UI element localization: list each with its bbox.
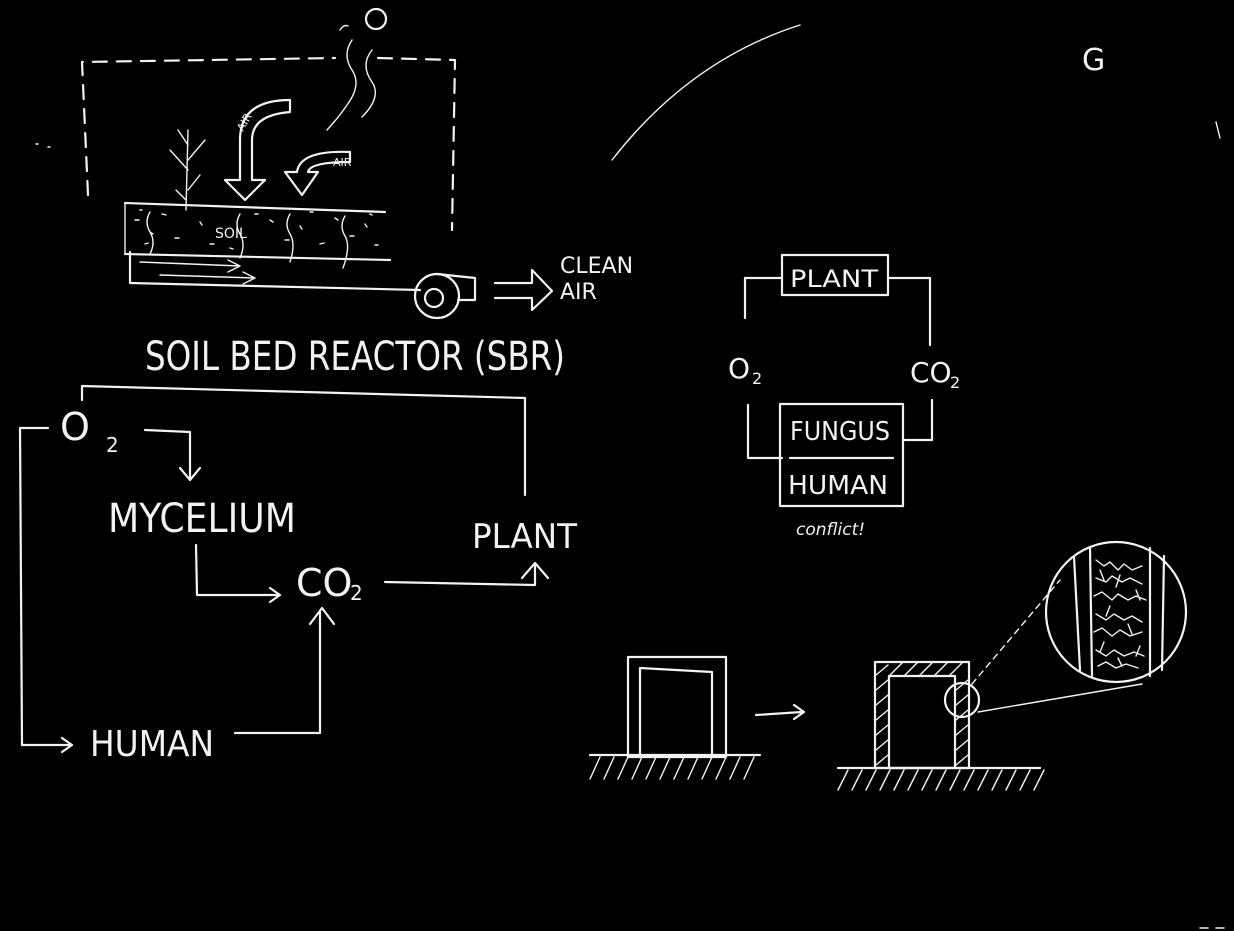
plant-to-co2-line	[886, 276, 932, 347]
exchange-diagram: PLANT O 2 CO 2 FUNGUS HUMAN conflict!	[728, 253, 960, 540]
chalk-mark	[1215, 121, 1221, 139]
soil-bed-reactor: AIR AIR SOIL CLEAN AIR SOIL BED REACTOR …	[80, 7, 633, 380]
magnify-target-circle	[943, 681, 981, 719]
exchange-fungus: FUNGUS	[790, 417, 890, 447]
air-arrow-icon	[283, 150, 352, 197]
soil-top-line	[123, 201, 387, 214]
transform-arrow-icon	[754, 703, 806, 721]
wall-hatch	[875, 662, 969, 766]
ground-hatch	[589, 756, 755, 780]
sbr-title: SOIL BED REACTOR (SBR)	[145, 334, 565, 380]
cycle-co2: CO	[296, 561, 352, 605]
fan-icon	[413, 272, 461, 320]
plant-to-o2-line	[743, 276, 784, 320]
magnify-leader-line	[971, 579, 1061, 685]
reactor-enclosure-right	[376, 56, 457, 232]
magnified-detail-circle	[1044, 540, 1188, 684]
o2-to-plant-line	[80, 384, 527, 497]
duct-top	[128, 281, 422, 292]
wall-inner	[887, 674, 957, 770]
co2-to-plant-arrow	[383, 561, 550, 587]
plant-icon	[169, 129, 206, 211]
magnified-mycelium-texture	[1093, 559, 1147, 669]
magnify-leader-line	[977, 683, 1143, 713]
cycle-diagram: O 2 MYCELIUM CO 2 PLANT HUMAN	[18, 384, 577, 765]
emission-source	[364, 7, 388, 31]
organisms-to-co2-line	[901, 398, 934, 442]
magnified-wall-layers	[1072, 546, 1166, 678]
plant-box	[780, 253, 890, 297]
fan-hub-icon	[423, 287, 445, 309]
exchange-note: conflict!	[796, 520, 865, 540]
cycle-o2-sub: 2	[106, 433, 119, 457]
clean-air-label-1: CLEAN	[560, 254, 633, 279]
wall-section-before	[588, 655, 762, 780]
wavy-line	[339, 24, 349, 31]
flow-arrow-icon	[159, 271, 256, 285]
air-label-1: AIR	[234, 111, 255, 134]
o2-to-mycelium-arrow	[143, 428, 202, 482]
clean-air-label-2: AIR	[560, 280, 597, 305]
soil-bottom-line	[123, 252, 392, 262]
wall-section-after	[836, 540, 1188, 791]
wavy-line	[361, 49, 376, 118]
exchange-plant: PLANT	[790, 265, 878, 293]
air-arrow-icon	[223, 98, 292, 202]
o2-to-human-arrow	[18, 426, 74, 754]
exchange-human: HUMAN	[788, 471, 888, 501]
o2-to-organisms-line	[746, 403, 784, 460]
mycelium-to-co2-arrow	[194, 543, 282, 604]
wall-inner	[638, 666, 714, 757]
exchange-co2-sub: 2	[950, 373, 960, 392]
human-to-co2-arrow	[233, 606, 336, 735]
air-label-2: AIR	[333, 156, 352, 169]
reactor-enclosure-left	[80, 56, 337, 197]
flow-arrow-icon	[139, 259, 241, 273]
soil-speckle	[134, 209, 379, 250]
page-letter: G	[1082, 43, 1105, 78]
wavy-line	[326, 39, 357, 131]
cycle-co2-sub: 2	[350, 581, 363, 605]
exchange-o2: O	[728, 352, 750, 385]
decorative-arc	[611, 24, 801, 161]
chalk-speck	[35, 143, 1225, 929]
cycle-plant: PLANT	[472, 517, 577, 557]
wall-outer	[626, 655, 728, 759]
ground-hatch	[837, 769, 1045, 791]
wavy-line	[146, 211, 349, 269]
cycle-mycelium: MYCELIUM	[108, 496, 296, 542]
soil-label: SOIL	[215, 226, 247, 242]
cycle-human: HUMAN	[90, 724, 214, 765]
exchange-co2: CO	[910, 356, 952, 389]
organisms-box	[778, 402, 905, 508]
exchange-o2-sub: 2	[752, 369, 762, 388]
fan-outlet	[435, 272, 477, 302]
cycle-o2: O	[60, 405, 90, 449]
clean-air-arrow-icon	[493, 268, 554, 312]
